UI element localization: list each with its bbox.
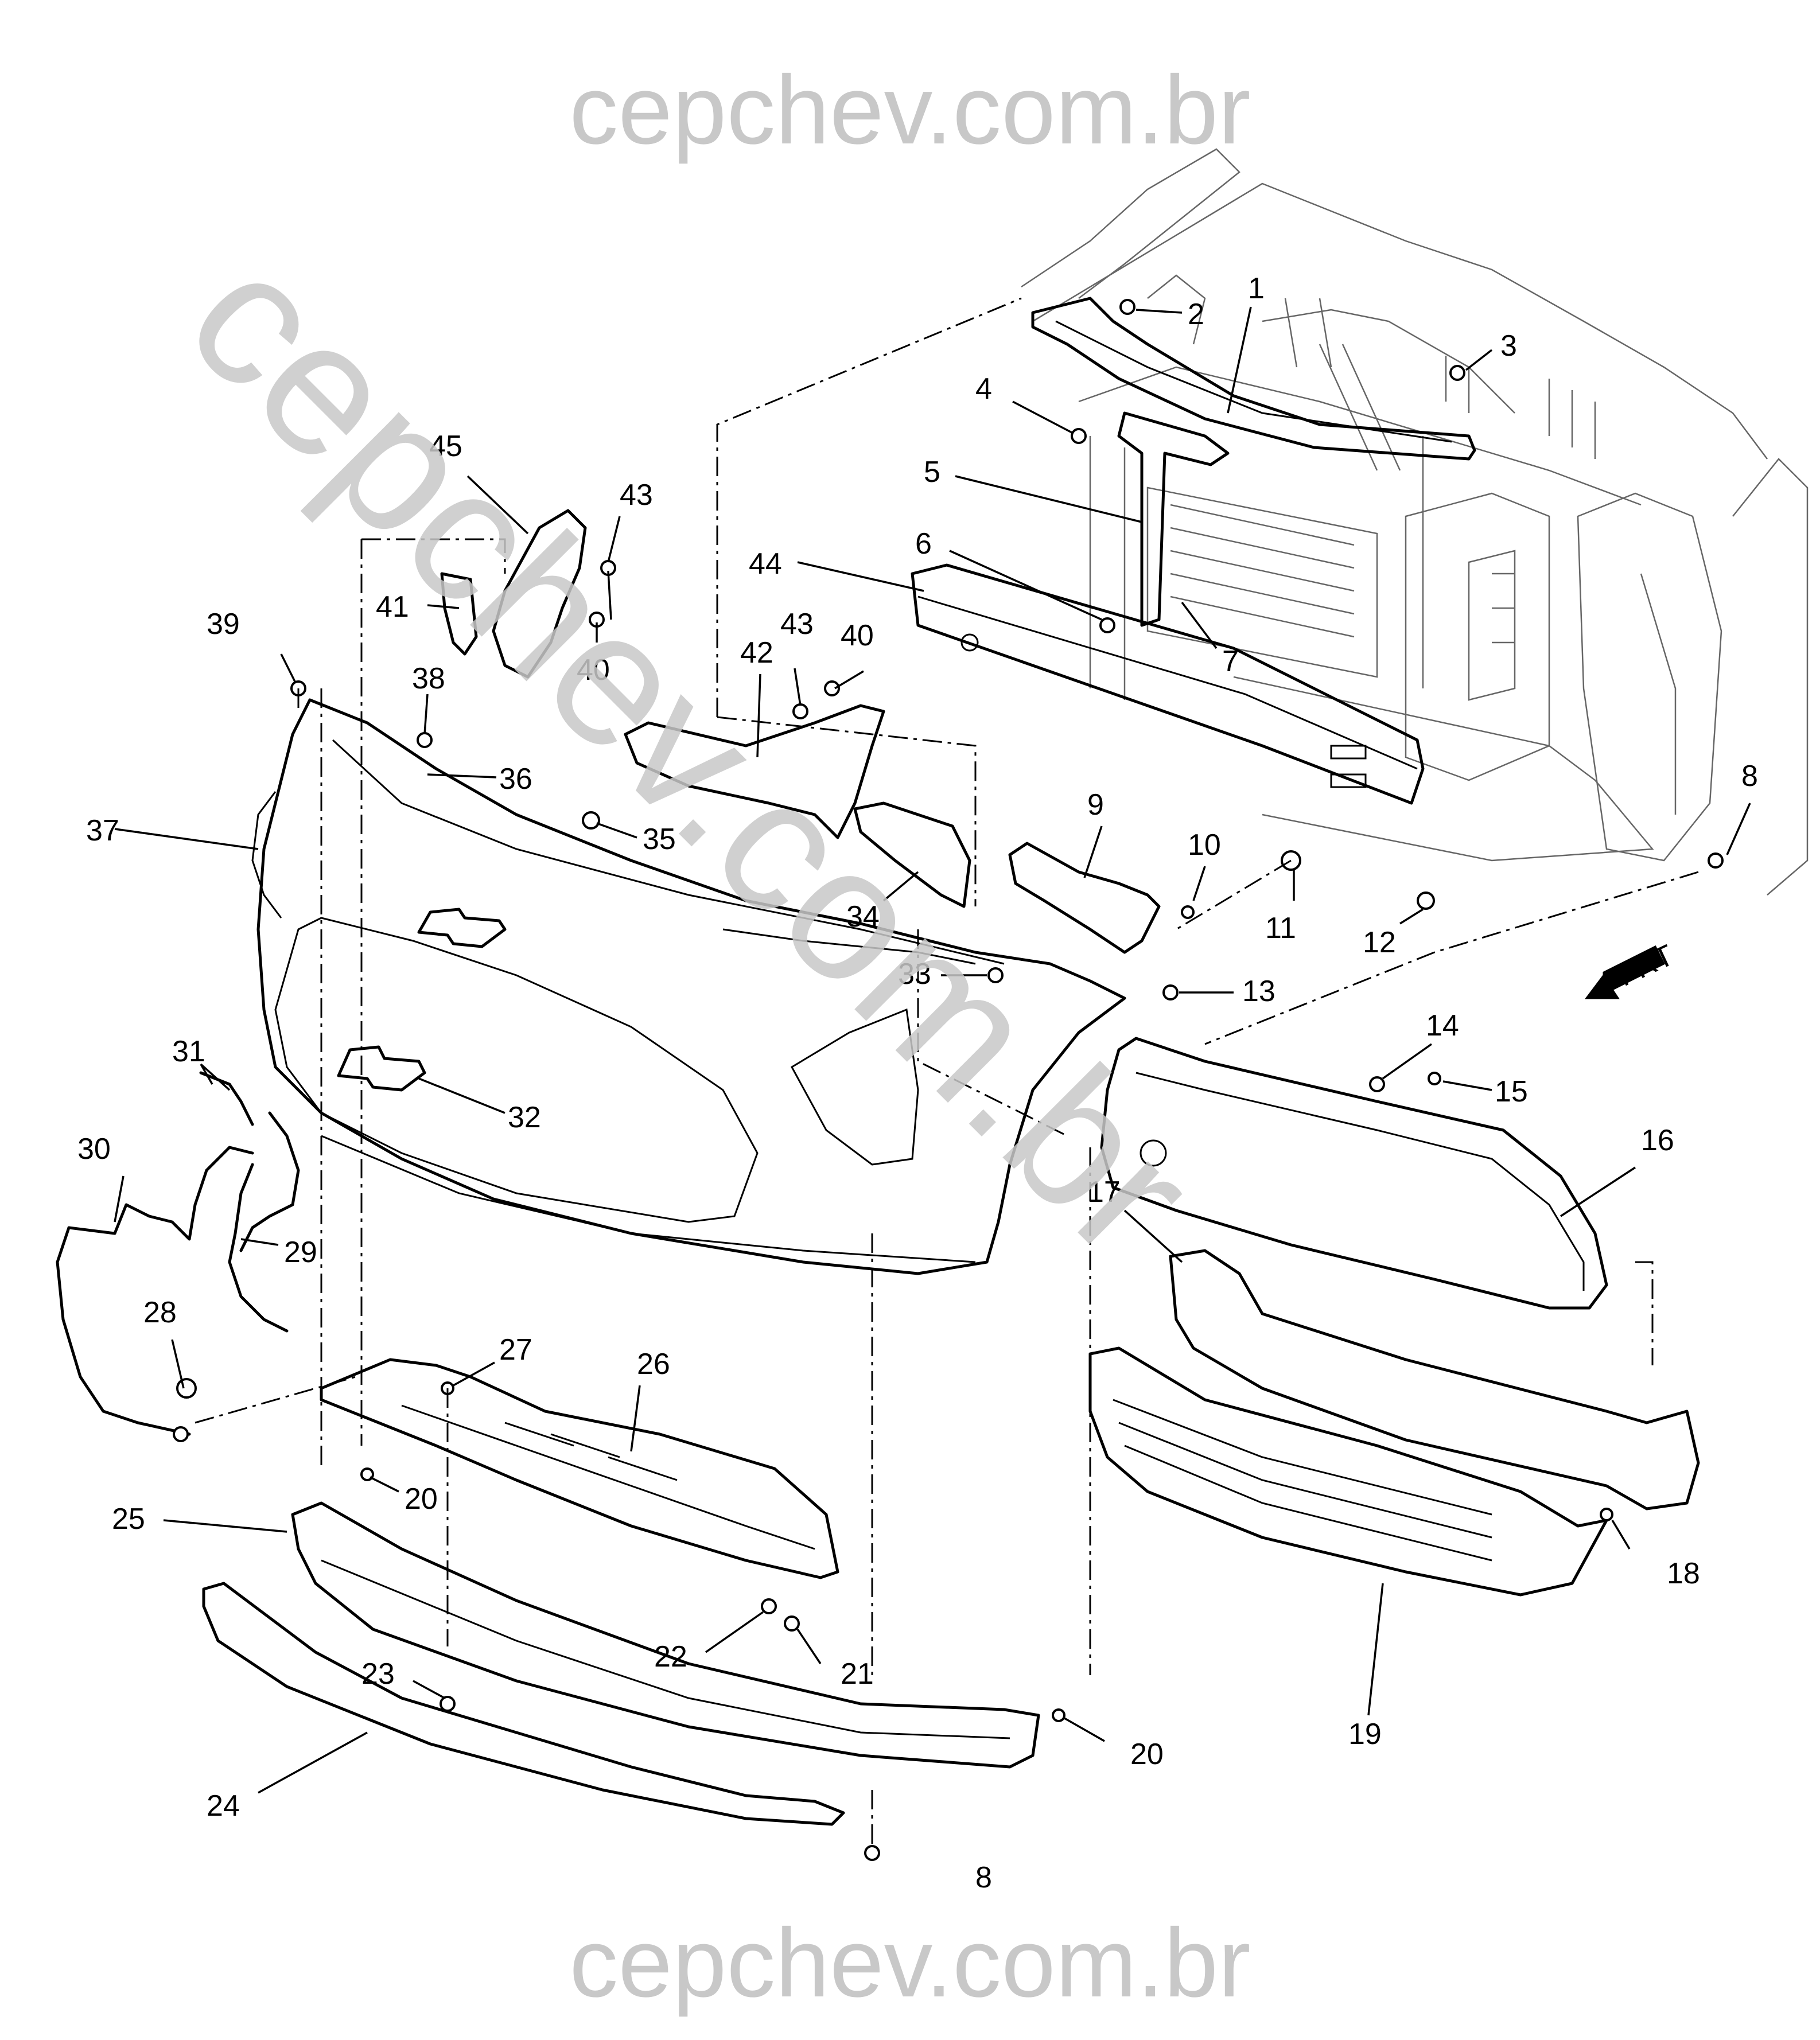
callout-14: 14 xyxy=(1426,1009,1459,1042)
callout-3: 3 xyxy=(1500,329,1517,363)
callout-labels: 1 2 3 4 5 6 7 8 8 9 10 11 12 13 14 15 16… xyxy=(77,272,1758,1894)
lower-fascia xyxy=(291,1501,1040,1769)
watermark-top: cepchev.com.br xyxy=(569,56,1250,165)
upper-grille xyxy=(1100,1037,1608,1310)
wiring-harness xyxy=(56,1071,300,1436)
callout-44: 44 xyxy=(749,547,782,581)
callout-16: 16 xyxy=(1641,1124,1674,1157)
callout-13: 13 xyxy=(1242,975,1275,1008)
callout-15: 15 xyxy=(1495,1075,1528,1108)
engine-bay-background xyxy=(1021,148,1809,896)
callout-41: 41 xyxy=(376,590,409,624)
lower-air-deflector xyxy=(320,1358,839,1579)
callout-23: 23 xyxy=(361,1657,395,1691)
upper-tie-bar xyxy=(1031,297,1476,461)
callout-18: 18 xyxy=(1667,1557,1700,1590)
front-spoiler xyxy=(202,1582,845,1826)
lower-grille-bracket-17 xyxy=(1169,1249,1700,1510)
front-direction-indicator: FRT xyxy=(1585,939,1679,999)
callout-45: 45 xyxy=(429,430,462,463)
callout-33: 33 xyxy=(898,957,931,991)
lower-grille xyxy=(1088,1346,1608,1597)
front-bumper-fascia xyxy=(251,698,1126,1275)
watermark-diagonal: cepchev.com.br xyxy=(149,212,1234,1297)
watermarks: cepchev.com.br cepchev.com.br cepchev.co… xyxy=(149,56,1251,2018)
callout-20-right: 20 xyxy=(1130,1738,1164,1771)
callout-1: 1 xyxy=(1248,272,1265,305)
callout-21: 21 xyxy=(841,1657,874,1691)
callout-27: 27 xyxy=(499,1333,532,1367)
callout-2: 2 xyxy=(1188,298,1204,331)
callout-28: 28 xyxy=(143,1296,177,1329)
callout-42: 42 xyxy=(740,636,773,669)
callout-11: 11 xyxy=(1265,912,1296,945)
callout-22: 22 xyxy=(654,1640,687,1673)
callout-12: 12 xyxy=(1363,926,1396,959)
callout-34: 34 xyxy=(846,900,880,933)
callout-35: 35 xyxy=(643,823,676,856)
callout-8-lower: 8 xyxy=(975,1861,992,1894)
bracket-9 xyxy=(1008,842,1161,954)
direction-arrow-icon xyxy=(1585,945,1666,999)
callout-43-right: 43 xyxy=(780,608,814,641)
callout-17: 17 xyxy=(1087,1175,1121,1209)
callout-39: 39 xyxy=(207,608,240,641)
callout-38: 38 xyxy=(412,662,445,695)
callout-8-upper: 8 xyxy=(1741,760,1758,793)
callout-19: 19 xyxy=(1348,1718,1382,1751)
callout-43-left: 43 xyxy=(620,478,653,512)
callout-4: 4 xyxy=(975,372,992,406)
callout-25: 25 xyxy=(112,1502,145,1536)
leader-lines xyxy=(114,306,1751,1794)
callout-9: 9 xyxy=(1087,788,1104,822)
callout-10: 10 xyxy=(1188,828,1221,862)
callout-30: 30 xyxy=(77,1132,111,1166)
callout-7: 7 xyxy=(1222,645,1239,678)
callout-37: 37 xyxy=(86,814,119,847)
direction-label: FRT xyxy=(1613,939,1679,993)
callout-36: 36 xyxy=(499,762,532,796)
callout-20-left: 20 xyxy=(405,1482,438,1516)
assembly-reference-lines xyxy=(195,297,1699,1847)
callout-40-left: 40 xyxy=(577,653,610,687)
impact-bar xyxy=(911,563,1425,805)
center-support xyxy=(1117,411,1230,627)
fog-lamp-bezel-34 xyxy=(853,801,971,908)
callout-29: 29 xyxy=(284,1236,317,1269)
fascia-bracket-left xyxy=(440,509,587,679)
watermark-bottom: cepchev.com.br xyxy=(569,1909,1250,2018)
callout-24: 24 xyxy=(207,1789,240,1823)
callout-32: 32 xyxy=(508,1101,541,1134)
callout-40-right: 40 xyxy=(841,619,874,652)
callout-6: 6 xyxy=(915,527,932,560)
callout-26: 26 xyxy=(637,1348,670,1381)
callout-31: 31 xyxy=(172,1035,205,1068)
callout-5: 5 xyxy=(924,456,940,489)
